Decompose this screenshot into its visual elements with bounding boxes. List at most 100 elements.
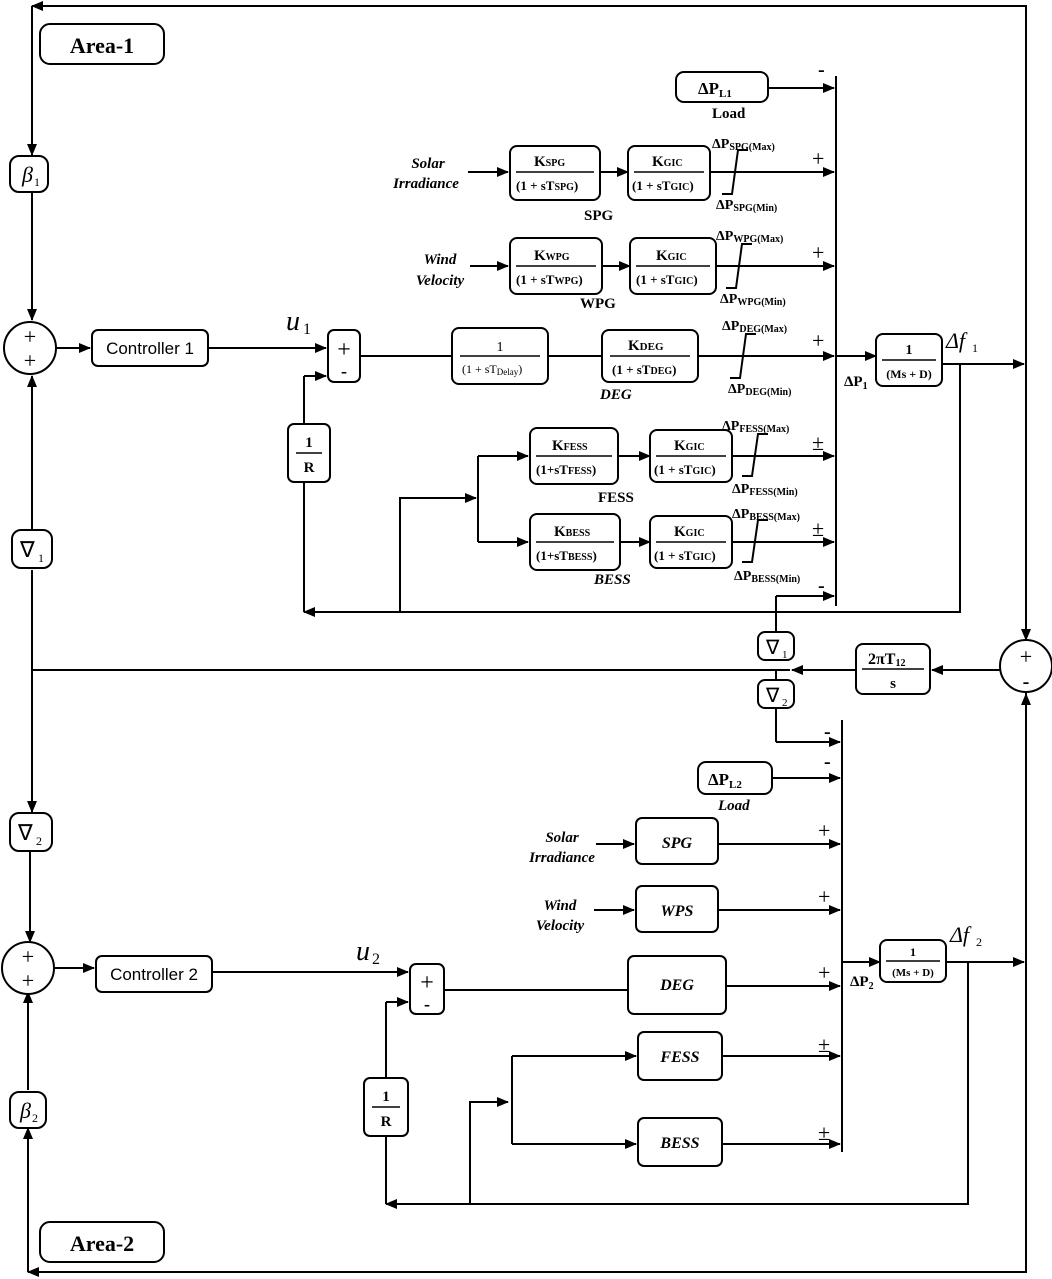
svg-text:ΔPDEG(Max): ΔPDEG(Max) xyxy=(722,319,787,335)
svg-text:KGIC: KGIC xyxy=(652,154,683,170)
gic-block-fess: KGIC (1 + sTGIC) xyxy=(649,429,733,483)
spg-sign: + xyxy=(812,146,824,171)
fess2-sign: ± xyxy=(818,1032,830,1057)
svg-text:KGIC: KGIC xyxy=(674,524,705,540)
svg-text:ΔPWPG(Max): ΔPWPG(Max) xyxy=(716,229,783,245)
svg-text:ΔP2: ΔP2 xyxy=(850,974,874,992)
load-block-2: ΔPL2 xyxy=(697,761,773,795)
svg-text:1: 1 xyxy=(34,175,40,189)
fess-block-2: FESS xyxy=(637,1031,723,1081)
fess-label: FESS xyxy=(598,490,634,506)
svg-text:-: - xyxy=(424,994,430,1014)
load1-sign: - xyxy=(818,59,825,81)
svg-text:(1 + sTWPG): (1 + sTWPG) xyxy=(516,272,583,287)
svg-text:+: + xyxy=(420,970,434,996)
load-label-2: Load xyxy=(717,798,750,814)
svg-text:KWPG: KWPG xyxy=(534,248,570,264)
svg-text:1: 1 xyxy=(303,321,311,338)
wps-sign: + xyxy=(818,884,830,909)
svg-text:SPG: SPG xyxy=(662,835,693,852)
svg-text:(1 + sTGIC): (1 + sTGIC) xyxy=(632,178,694,193)
svg-text:ΔPFESS(Max): ΔPFESS(Max) xyxy=(722,419,789,435)
svg-text:R: R xyxy=(304,460,315,476)
limiter-bess: ΔPBESS(Max) ΔPBESS(Min) xyxy=(732,507,800,585)
svg-text:ΔP1: ΔP1 xyxy=(844,374,868,392)
svg-text:Area-2: Area-2 xyxy=(70,1231,134,1256)
svg-text:KBESS: KBESS xyxy=(554,524,591,540)
df2-label: Δf 2 xyxy=(949,922,982,949)
svg-text:1: 1 xyxy=(305,435,313,451)
svg-text:2: 2 xyxy=(36,834,42,848)
svg-text:Solar: Solar xyxy=(411,156,445,172)
svg-text:1: 1 xyxy=(497,340,504,355)
load2-sign: - xyxy=(824,751,831,773)
svg-text:ΔPBESS(Max): ΔPBESS(Max) xyxy=(732,507,800,523)
deg2-sign: + xyxy=(818,960,830,985)
svg-text:KFESS: KFESS xyxy=(552,438,588,454)
svg-text:KSPG: KSPG xyxy=(534,154,565,170)
svg-text:+: + xyxy=(22,968,34,993)
svg-text:(1+sTBESS): (1+sTBESS) xyxy=(536,548,597,563)
svg-text:Velocity: Velocity xyxy=(416,273,465,289)
svg-text:Δf: Δf xyxy=(945,328,968,353)
svg-text:BESS: BESS xyxy=(659,1135,699,1152)
bess2-sign: ± xyxy=(818,1120,830,1145)
svg-text:∇: ∇ xyxy=(765,685,780,707)
bess-block-2: BESS xyxy=(637,1117,723,1167)
deg-block-2: DEG xyxy=(627,955,727,1015)
tie-line-block: 2πT12 s xyxy=(855,643,931,695)
svg-text:∇: ∇ xyxy=(19,537,35,562)
svg-text:ΔPSPG(Max): ΔPSPG(Max) xyxy=(712,137,775,153)
svg-text:(1+sTFESS): (1+sTFESS) xyxy=(536,462,596,477)
svg-text:ΔPL1: ΔPL1 xyxy=(698,79,732,100)
svg-text:(1 + sTGIC): (1 + sTGIC) xyxy=(636,272,698,287)
svg-text:KGIC: KGIC xyxy=(656,248,687,264)
svg-text:∇: ∇ xyxy=(765,637,780,659)
tie2-sign: - xyxy=(824,721,831,743)
gic-block-bess: KGIC (1 + sTGIC) xyxy=(649,515,733,569)
svg-text:ΔPFESS(Min): ΔPFESS(Min) xyxy=(732,482,798,498)
svg-text:1: 1 xyxy=(38,551,44,565)
deg-label: DEG xyxy=(599,387,632,403)
svg-text:s: s xyxy=(890,676,896,692)
wpg-sign: + xyxy=(812,240,824,265)
limiter-deg: ΔPDEG(Max) ΔPDEG(Min) xyxy=(722,319,791,398)
limiter-wpg: ΔPWPG(Max) ΔPWPG(Min) xyxy=(716,229,786,308)
svg-text:Area-1: Area-1 xyxy=(70,33,134,58)
svg-text:+: + xyxy=(24,348,36,373)
svg-text:2: 2 xyxy=(976,935,982,949)
controller-1: Controller 1 xyxy=(91,329,209,367)
svg-text:WPS: WPS xyxy=(661,903,694,920)
svg-text:+: + xyxy=(1020,644,1032,669)
wind-input-1: Wind Velocity xyxy=(416,252,465,289)
area-2-label: Area-2 xyxy=(39,1221,165,1263)
load-block-1: ΔPL1 xyxy=(675,71,769,103)
solar-input-2: Solar Irradiance xyxy=(528,830,595,866)
svg-text:Solar: Solar xyxy=(545,830,579,846)
limiter-spg: ΔPSPG(Max) ΔPSPG(Min) xyxy=(712,137,777,214)
tie-summer: + - xyxy=(999,639,1052,693)
spg2-sign: + xyxy=(818,818,830,843)
svg-text:(Ms + D): (Ms + D) xyxy=(886,367,932,381)
df1-label: Δf 1 xyxy=(945,328,978,355)
tie1-sign: - xyxy=(818,575,825,597)
svg-text:(1 + sTDelay): (1 + sTDelay) xyxy=(462,362,522,377)
sum-u1: + - xyxy=(327,329,361,383)
svg-text:2: 2 xyxy=(782,697,788,709)
delay-block: 1 (1 + sTDelay) xyxy=(451,327,549,385)
svg-text:ΔPDEG(Min): ΔPDEG(Min) xyxy=(728,382,791,398)
svg-text:β: β xyxy=(21,162,33,187)
svg-text:R: R xyxy=(381,1114,392,1130)
system-block-1: 1 (Ms + D) xyxy=(875,333,943,387)
dp2-label: ΔP2 xyxy=(850,974,874,992)
nabla2-gain-tie: ∇ 2 xyxy=(757,679,795,709)
nabla2-gain-left: ∇ 2 xyxy=(9,812,53,852)
svg-text:(1 + sTGIC): (1 + sTGIC) xyxy=(654,462,716,477)
svg-text:Wind: Wind xyxy=(544,898,577,914)
svg-text:u: u xyxy=(286,306,300,337)
svg-text:KGIC: KGIC xyxy=(674,438,705,454)
svg-text:+: + xyxy=(24,324,36,349)
svg-text:2: 2 xyxy=(372,951,380,968)
svg-text:1: 1 xyxy=(910,945,916,959)
